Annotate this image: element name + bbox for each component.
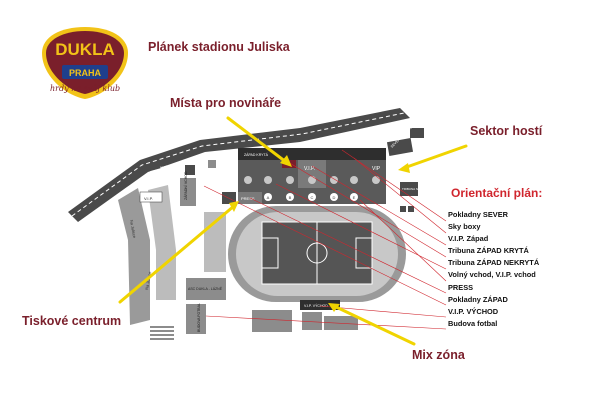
dukla-logo: DUKLA PRAHA [42,27,128,99]
sector-letter: E [353,195,356,200]
legend-item: V.I.P. VÝCHOD [448,306,499,316]
vip-stand-label: V.I.P. [304,166,315,172]
sector-letter: D [333,195,336,200]
press-center-label: Tiskové centrum [22,314,122,328]
press-label: PRESS [241,196,255,201]
asc-building [186,278,226,300]
logo-tagline: hrdý na svůj klub [50,84,121,93]
sector-letter: C [311,195,314,200]
legend-item: V.I.P. Západ [448,234,489,244]
legend-item: Pokladny SEVER [448,210,508,219]
asc-label: ASC DUKLA - LÁZNĚ [188,286,223,291]
building [186,304,206,334]
legend-item: Sky boxy [448,222,481,232]
press-center-arrow [118,204,236,304]
legend-title: Orientační plán: [451,186,543,200]
mix-zone-label: Mix zóna [412,348,465,362]
building [386,138,414,156]
page-title: Plánek stadionu Juliska [148,40,290,54]
main-road [68,108,410,222]
sector-a-label: ZÁPAD KRYTÁ [244,153,269,157]
street-label: Na Julisce [144,270,152,290]
vip-building [139,191,163,203]
budova-label: BUDOVA FOTBAL [197,303,201,332]
tribuna-nekryta-label: TRIBUNA NEKRYTÁ [402,187,430,191]
orientation-legend: Orientační plán: Pokladny SEVER Sky boxy… [448,186,598,330]
logo-bottom-text: PRAHA [69,68,102,78]
mix-zone-arrow [332,304,416,346]
side-road [118,188,150,325]
building [139,161,161,174]
building [185,165,195,175]
legend-item: PRESS [448,282,474,292]
building [252,310,292,332]
sector-letter: A [267,195,270,200]
logo-top-text: DUKLA [55,40,115,59]
street-label: Na Julisce [129,219,137,239]
legend-item: Volný vchod, V.I.P. vchod [448,270,536,280]
vip-vychod-building [300,300,340,310]
media-arrow [226,116,288,164]
legend-item: Pokladny ZÁPAD [448,294,508,304]
building [410,128,424,138]
sector-letter: B [289,195,292,200]
media-seats-label: Místa pro novináře [170,96,282,110]
building [208,160,216,168]
vip-vychod-label: V.I.P. VÝCHOD [304,304,328,308]
vip-short-label: VIP [372,166,381,172]
building [180,178,196,206]
legend-item: Budova fotbal [448,318,498,328]
legend-list: Pokladny SEVER Sky boxy V.I.P. Západ Tri… [448,209,598,330]
vip-label: V.I.P. [144,196,153,201]
legend-item: Tribuna ZÁPAD KRYTÁ [448,246,529,256]
zapadni-vchod-label: ZÁPADNÍ VCHOD [184,171,188,200]
away-arrow [402,144,468,170]
legend-item: Tribuna ZÁPAD NEKRYTÁ [448,258,540,268]
away-sector-label: Sektor hostí [470,124,543,138]
